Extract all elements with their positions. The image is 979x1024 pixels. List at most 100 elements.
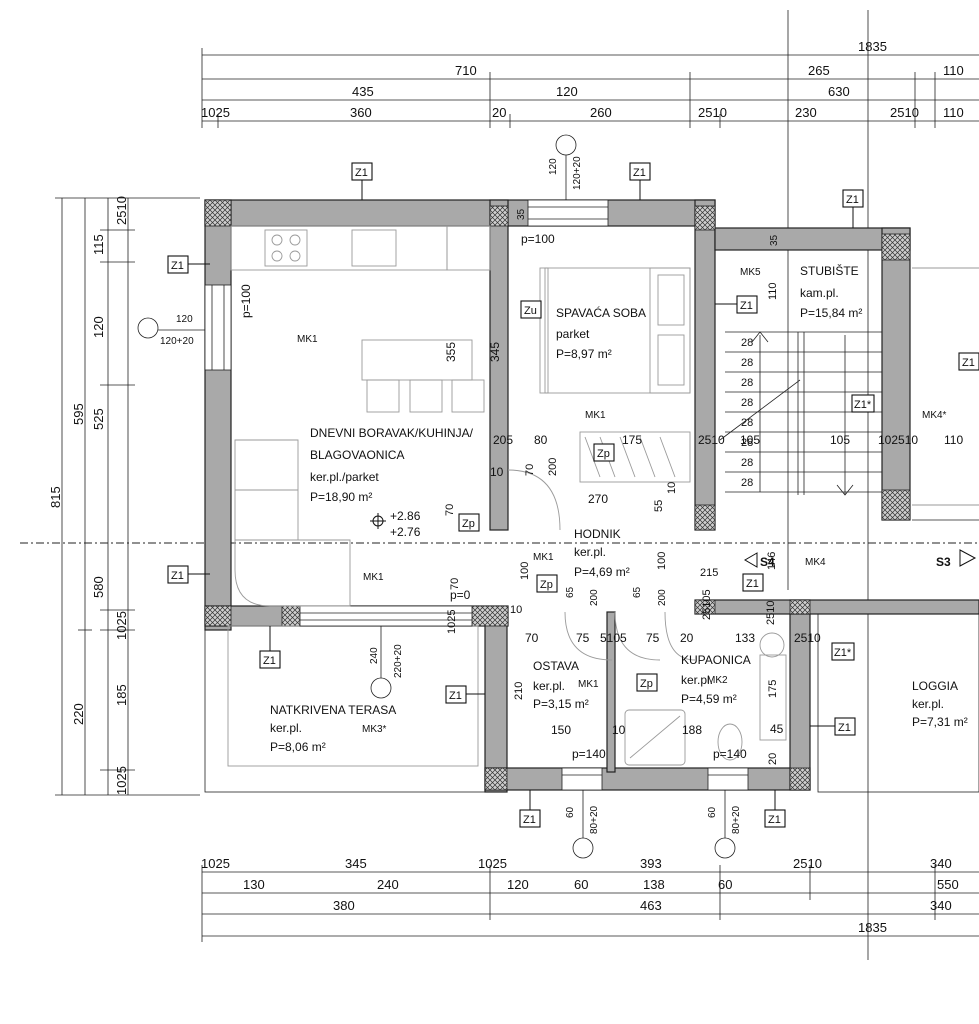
int-dim-18: 215 [700, 567, 718, 579]
dim-top-260: 260 [590, 105, 612, 120]
int-dim-30: 200 [657, 589, 668, 606]
windows [204, 199, 749, 791]
dim-bottom-1025b: 1025 [478, 856, 507, 871]
int-dim-4: 2510 [698, 433, 725, 447]
svg-text:Z1: Z1 [962, 357, 975, 369]
window-5-width: 60 [707, 806, 718, 818]
stair-step-3: 28 [741, 377, 753, 389]
int-dim-32: 75 [646, 631, 660, 645]
svg-text:Zp: Zp [640, 678, 653, 690]
window-4-width: 60 [565, 806, 576, 818]
int-dim-16: 100 [519, 562, 531, 580]
stair-step-labels: 28 28 28 28 28 28 28 28 [741, 337, 753, 489]
room-loggia-name: LOGGIA [912, 679, 958, 693]
room-terrace-area: P=8,06 m² [270, 740, 326, 754]
int-dim-13: 270 [588, 492, 608, 506]
window-callouts [137, 134, 736, 859]
parapet-storage: p=140 [572, 747, 606, 761]
int-dim-27: 65 [565, 586, 576, 598]
window-1-width: 120 [176, 314, 193, 325]
int-dim-46: 1025 [446, 610, 458, 634]
int-dim-8: 110 [944, 433, 963, 447]
room-hall-floor: ker.pl. [574, 545, 606, 559]
mk-landing: MK4 [805, 557, 826, 568]
wall-bath-right [789, 599, 811, 791]
room-stairs-floor: kam.pl. [800, 286, 839, 300]
room-living-name-2: BLAGOVAONICA [310, 448, 404, 462]
window-4-height: 80+20 [589, 805, 600, 834]
section-s4: S4 [760, 555, 775, 569]
int-dim-41: 35 [516, 208, 527, 220]
dim-left-2510: 2510 [114, 196, 129, 225]
room-stairs-name: STUBIŠTE [800, 263, 859, 278]
dim-bottom-2510: 2510 [793, 856, 822, 871]
tag-zp-1: Zp [593, 443, 615, 462]
int-dim-1: 205 [493, 433, 513, 447]
parapet-living: p=100 [239, 284, 253, 318]
dim-bottom-240: 240 [377, 877, 399, 892]
svg-text:Z1: Z1 [523, 814, 536, 826]
int-dim-9: 10 [490, 465, 504, 479]
left-dimension-lines [55, 197, 200, 796]
svg-text:Z1: Z1 [171, 260, 184, 272]
tag-z1-bath: Z1 [810, 717, 856, 736]
int-dim-26: 175 [767, 680, 779, 698]
int-dim-31: 75 [576, 631, 590, 645]
svg-text:Z1: Z1 [740, 300, 753, 312]
mk-terrace: MK3* [362, 724, 387, 735]
svg-text:Z1: Z1 [633, 167, 646, 179]
dim-left-525: 525 [91, 408, 106, 430]
window-5-height: 80+20 [731, 805, 742, 834]
int-dim-29: 65 [632, 586, 643, 598]
mk-bedroom: MK1 [585, 410, 606, 421]
dim-bottom-total: 1835 [858, 920, 887, 935]
tag-z1-bottom-right: Z1 [764, 790, 786, 828]
dim-left-115: 115 [91, 234, 106, 255]
room-living-name-1: DNEVNI BORAVAK/KUHINJA/ [310, 426, 474, 440]
room-terrace-floor: ker.pl. [270, 721, 302, 735]
int-dim-38: 20 [767, 753, 779, 765]
top-dimension-lines [201, 10, 979, 960]
window-3-width: 240 [369, 647, 380, 664]
int-dim-39: 355 [444, 342, 458, 362]
dim-top-1025: 1025 [201, 105, 230, 120]
int-dim-14: 55 [653, 500, 665, 512]
window-1-height: 120+20 [160, 336, 194, 347]
stair-step-4: 28 [741, 397, 753, 409]
dim-bottom-138: 138 [643, 877, 665, 892]
int-dim-25: 2510 [794, 631, 821, 645]
int-dim-19: 25105 [701, 589, 713, 620]
tag-zp-2: Zp [458, 513, 480, 532]
parapet-bedroom: p=100 [521, 232, 555, 246]
dim-top-265: 265 [808, 63, 830, 78]
svg-text:Zp: Zp [462, 518, 475, 530]
int-dim-17: 100 [656, 552, 668, 570]
dim-top-2510b: 2510 [890, 105, 919, 120]
int-dim-35: 10 [612, 723, 626, 737]
room-bedroom-area: P=8,97 m² [556, 347, 612, 361]
int-dim-20: 2510 [765, 601, 777, 625]
wall-stair-right [881, 227, 911, 521]
dim-left-120: 120 [91, 316, 106, 338]
room-loggia-floor: ker.pl. [912, 697, 944, 711]
wall-loggia-top [694, 599, 979, 615]
dim-left-220: 220 [71, 703, 86, 725]
int-dim-40: 345 [488, 342, 502, 362]
int-dim-45: 10 [510, 604, 522, 616]
tag-z1-stair: Z1 [842, 189, 864, 228]
dim-bottom-60a: 60 [574, 877, 588, 892]
bottom-dimension-texts: 1025 345 1025 393 2510 340 130 240 120 6… [201, 856, 959, 935]
int-dim-28: 200 [589, 589, 600, 606]
int-dim-34: 150 [551, 723, 571, 737]
svg-text:Zp: Zp [597, 448, 610, 460]
tag-zp-4: Zp [636, 673, 658, 692]
dim-bottom-130: 130 [243, 877, 265, 892]
dim-top-2510a: 2510 [698, 105, 727, 120]
window-2-height: 120+20 [572, 156, 583, 190]
dim-bottom-380: 380 [333, 898, 355, 913]
svg-text:Z1: Z1 [449, 690, 462, 702]
wall-top [204, 199, 716, 227]
parapet-bath: p=140 [713, 747, 747, 761]
int-dim-37: 45 [770, 722, 784, 736]
